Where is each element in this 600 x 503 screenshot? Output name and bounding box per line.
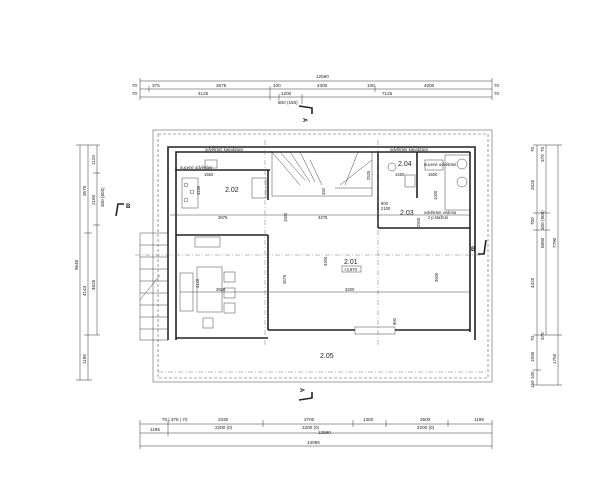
dim-text: 3230 — [196, 185, 201, 195]
dim-text: 300 (600) — [100, 187, 105, 207]
note-text: odvětrání kanalizace — [205, 147, 244, 152]
room-2-02: 2.02 — [225, 187, 239, 194]
dim-text: 70 — [132, 91, 138, 96]
dim-text: 3200 — [345, 287, 355, 292]
dim-text: 4125 — [198, 91, 209, 96]
dim-text: 3920 — [216, 287, 226, 292]
right-dimensions: 70 2525 700 4425 70 1500 155 100 70 370 … — [530, 144, 562, 388]
note-text: odvětrání vedena — [424, 210, 457, 215]
dim-text: 2200 (0) — [215, 425, 233, 430]
note-text: nucené odvětrání — [180, 165, 213, 170]
dim-text: 2500 — [420, 417, 431, 422]
dim-text: 1450 — [395, 172, 405, 177]
inner-dimensions: 1550 3230 3675 4275 1500 450 2525 3200 3… — [195, 170, 439, 325]
dim-text: 70 | 375 | 70 — [162, 417, 188, 422]
dim-text: 3575 — [82, 185, 87, 196]
svg-text:B: B — [471, 247, 476, 253]
dim-text: 70 — [530, 146, 535, 152]
dim-text: 2160 — [91, 194, 96, 205]
section-mark-b-right: B — [471, 239, 487, 255]
dim-text: 1120 — [91, 155, 96, 165]
dim-text: 7790 — [552, 237, 557, 248]
dim-text: 4275 — [318, 215, 328, 220]
dim-text: 3200 — [323, 256, 328, 266]
dim-text: 13095 — [307, 440, 320, 445]
dim-text: 4145 — [195, 278, 200, 288]
room-labels: 2.02 2.04 2.03 2.01 +2,870 2.05 — [225, 161, 414, 360]
dim-text: 70 — [494, 83, 500, 88]
dim-text: 1500 — [428, 172, 438, 177]
section-mark-a-top: A — [298, 105, 313, 123]
note-text: odvětrání kanalizace — [390, 147, 429, 152]
dim-text: 4625 — [91, 279, 96, 290]
dim-text: 3675 — [282, 274, 287, 284]
room-2-01-level: +2,870 — [344, 267, 358, 272]
top-dimensions: 12590 70 375 3575 100 4300 100 4000 70 7… — [132, 74, 500, 105]
dim-text: 370 — [540, 332, 545, 340]
dim-top-total: 12590 — [316, 74, 329, 79]
dim-text: 2100 — [381, 206, 391, 211]
svg-text:A: A — [298, 388, 304, 393]
dim-text: 1350 — [363, 417, 374, 422]
dim-text: 3675 — [218, 215, 228, 220]
building — [135, 129, 493, 383]
dim-text: 370 — [540, 154, 545, 162]
room-2-04: 2.04 — [398, 161, 412, 168]
dim-text: 4144 — [82, 285, 87, 296]
room-2-01: 2.01 — [344, 259, 358, 266]
room-2-03: 2.03 — [400, 210, 414, 217]
dim-text: 800 (150) — [278, 100, 298, 105]
section-mark-a-bottom: A — [298, 388, 313, 401]
dim-text: 2200 (0) — [302, 425, 320, 430]
dim-text: 100 — [273, 83, 281, 88]
annotations: odvětrání kanalizace odvětrání kanalizac… — [180, 147, 457, 220]
dim-text: 3575 — [216, 83, 227, 88]
dim-text: 6890 — [540, 237, 545, 248]
dim-text: 375 — [152, 83, 160, 88]
dim-text: 12590 — [318, 430, 331, 435]
dim-text: 70 — [494, 91, 500, 96]
dim-text: 450 — [321, 187, 326, 195]
dim-text: 1195 — [474, 417, 484, 422]
dim-text: 2500 — [416, 217, 421, 227]
dim-text: 3330 — [218, 417, 229, 422]
svg-text:B: B — [126, 204, 131, 210]
dim-text: 700 — [530, 217, 535, 225]
bottom-dimensions: 70 | 375 | 70 3330 3700 1350 2500 1195 1… — [139, 417, 493, 449]
dim-text: 70 — [540, 146, 545, 152]
dim-text: 4425 — [530, 277, 535, 288]
dim-text: 1750 — [552, 353, 557, 364]
dim-text: 1000 — [433, 190, 438, 200]
dim-text: 3700 — [304, 417, 315, 422]
svg-text:A: A — [301, 118, 307, 123]
dim-text: 900 — [392, 317, 397, 325]
dim-text: 1500 — [283, 212, 288, 222]
dim-text: 3600 — [434, 272, 439, 282]
dim-text: 1500 — [530, 351, 535, 362]
dim-text: 100 — [367, 83, 375, 88]
room-2-05: 2.05 — [320, 353, 334, 360]
dim-text: 1550 — [204, 172, 214, 177]
dim-text: 4000 — [424, 83, 435, 88]
left-dimensions: 9545 3575 4144 1195 1120 2160 4625 300 (… — [74, 144, 105, 381]
dim-text: 1195 — [150, 427, 160, 432]
dim-text: 155 100 — [530, 371, 535, 388]
dim-text: 2200 (0) — [417, 425, 435, 430]
dim-text: 9545 — [74, 259, 79, 270]
dim-text: 2525 — [530, 179, 535, 190]
dim-text: 7125 — [382, 91, 393, 96]
dim-text: 300 (900) — [540, 210, 545, 230]
dim-text: 1200 — [281, 91, 292, 96]
level-box — [341, 265, 362, 273]
section-mark-b-left: B — [115, 203, 131, 217]
note-text: nucené odvětrání — [424, 162, 457, 167]
dim-text: 4300 — [317, 83, 328, 88]
dim-text: 70 — [132, 83, 138, 88]
dim-text: 2525 — [366, 170, 371, 180]
dim-text: 800 — [381, 201, 389, 206]
note-text: z p.stažení — [428, 215, 449, 220]
dim-text: 70 — [530, 335, 535, 341]
dim-text: 1195 — [82, 354, 87, 364]
